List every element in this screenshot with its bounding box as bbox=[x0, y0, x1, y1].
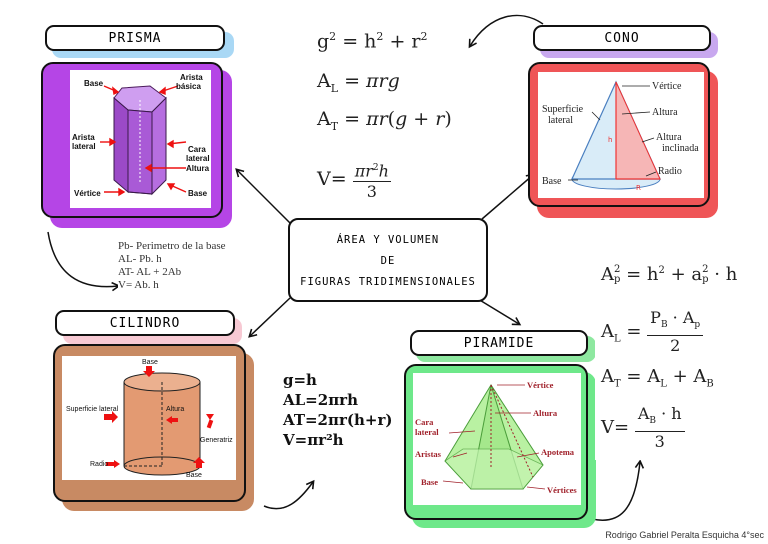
prisma-title: PRISMA bbox=[45, 25, 225, 51]
cilindro-figure: Base Superficie lateral Altura Generatri… bbox=[62, 356, 236, 480]
arrow-to-prisma bbox=[235, 168, 293, 226]
curve-arrow-cilindro bbox=[263, 479, 315, 510]
cylinder-illustration: Base Superficie lateral Altura Generatri… bbox=[66, 359, 233, 479]
cilindro-label-base-bottom: Base bbox=[186, 472, 202, 479]
curve-arrow-cono bbox=[468, 14, 544, 49]
author-credit: Rodrigo Gabriel Peralta Esquicha 4°sec bbox=[605, 530, 764, 540]
cono-formula-4: V= πr2h 3 bbox=[317, 158, 391, 202]
piramide-title: PIRAMIDE bbox=[410, 330, 588, 356]
prisma-formula-3: AT- AL + 2Ab bbox=[118, 266, 182, 278]
cilindro-card: Base Superficie lateral Altura Generatri… bbox=[53, 344, 246, 502]
arrow-to-piramide bbox=[477, 298, 522, 326]
piramide-label-base: Base bbox=[421, 477, 438, 487]
cono-label-altura: Altura bbox=[652, 107, 678, 118]
arrow-to-cono bbox=[481, 173, 535, 220]
piramide-label-apotema: Apotema bbox=[541, 447, 575, 457]
prisma-formula-2: AL- Pb. h bbox=[118, 253, 162, 265]
piramide-label-vertices: Vértices bbox=[547, 485, 577, 495]
piramide-label-aristas: Aristas bbox=[415, 449, 442, 459]
cono-formula-1: g2 = h2 + r2 bbox=[317, 30, 428, 53]
piramide-label-altura: Altura bbox=[533, 408, 558, 418]
cilindro-label-base-top: Base bbox=[142, 359, 158, 366]
cono-label-radio: Radio bbox=[658, 166, 682, 177]
curve-arrow-piramide bbox=[591, 459, 645, 521]
cilindro-title: CILINDRO bbox=[55, 310, 235, 336]
cono-label-vertice: Vértice bbox=[652, 81, 682, 92]
cono-formula-3: AT = πr(g + r) bbox=[317, 108, 452, 133]
center-title-box: ÁREA Y VOLUMEN DE FIGURAS TRIDIMENSIONAL… bbox=[288, 218, 488, 302]
cilindro-formula-2: AL=2πrh bbox=[283, 391, 358, 409]
cilindro-label-altura: Altura bbox=[166, 406, 184, 413]
cilindro-formula-1: g=h bbox=[283, 371, 317, 389]
curve-arrow-prisma bbox=[47, 231, 121, 292]
cilindro-label-radio: Radio bbox=[90, 461, 108, 468]
prisma-formulas: Pb- Perimetro de la base AL- Pb. h AT- A… bbox=[118, 240, 250, 300]
center-line-1: ÁREA Y VOLUMEN bbox=[336, 234, 440, 246]
cono-label-base: Base bbox=[542, 176, 562, 187]
prisma-label-vertice: Vértice bbox=[74, 189, 101, 198]
cilindro-formula-3: AT=2πr(h+r) bbox=[283, 411, 393, 429]
center-line-2: DE bbox=[380, 255, 396, 267]
cilindro-label-generatriz: Generatriz bbox=[200, 437, 233, 444]
cono-r: R bbox=[636, 184, 641, 192]
prisma-label-base: Base bbox=[84, 79, 104, 88]
arrow-to-cilindro bbox=[248, 297, 291, 338]
cono-h: h bbox=[608, 136, 612, 144]
cilindro-formulas: g=h AL=2πrh AT=2πr(h+r) V=πr²h bbox=[277, 366, 393, 458]
prisma-formula-4: V= Ab. h bbox=[118, 279, 159, 291]
cono-title: CONO bbox=[533, 25, 711, 51]
piramide-label-vertice: Vértice bbox=[527, 380, 554, 390]
prisma-formula-1: Pb- Perimetro de la base bbox=[118, 240, 226, 252]
cilindro-label-superficie: Superficie lateral bbox=[66, 406, 119, 413]
center-line-3: FIGURAS TRIDIMENSIONALES bbox=[300, 276, 476, 288]
cono-formulas: g2 = h2 + r2 AL = πrg AT = πr(g + r) V= … bbox=[309, 24, 461, 202]
cilindro-formula-4: V=πr²h bbox=[283, 431, 344, 449]
piramide-formula-3: AT = AL + AB bbox=[601, 366, 714, 390]
prisma-label-altura: Altura bbox=[186, 164, 210, 173]
piramide-formula-2: AL = PB · Ap 2 bbox=[601, 308, 704, 356]
piramide-formula-4: V= AB · h 3 bbox=[601, 404, 685, 452]
cono-formula-2: AL = πrg bbox=[317, 70, 400, 95]
prisma-label-base-2: Base bbox=[188, 189, 208, 198]
